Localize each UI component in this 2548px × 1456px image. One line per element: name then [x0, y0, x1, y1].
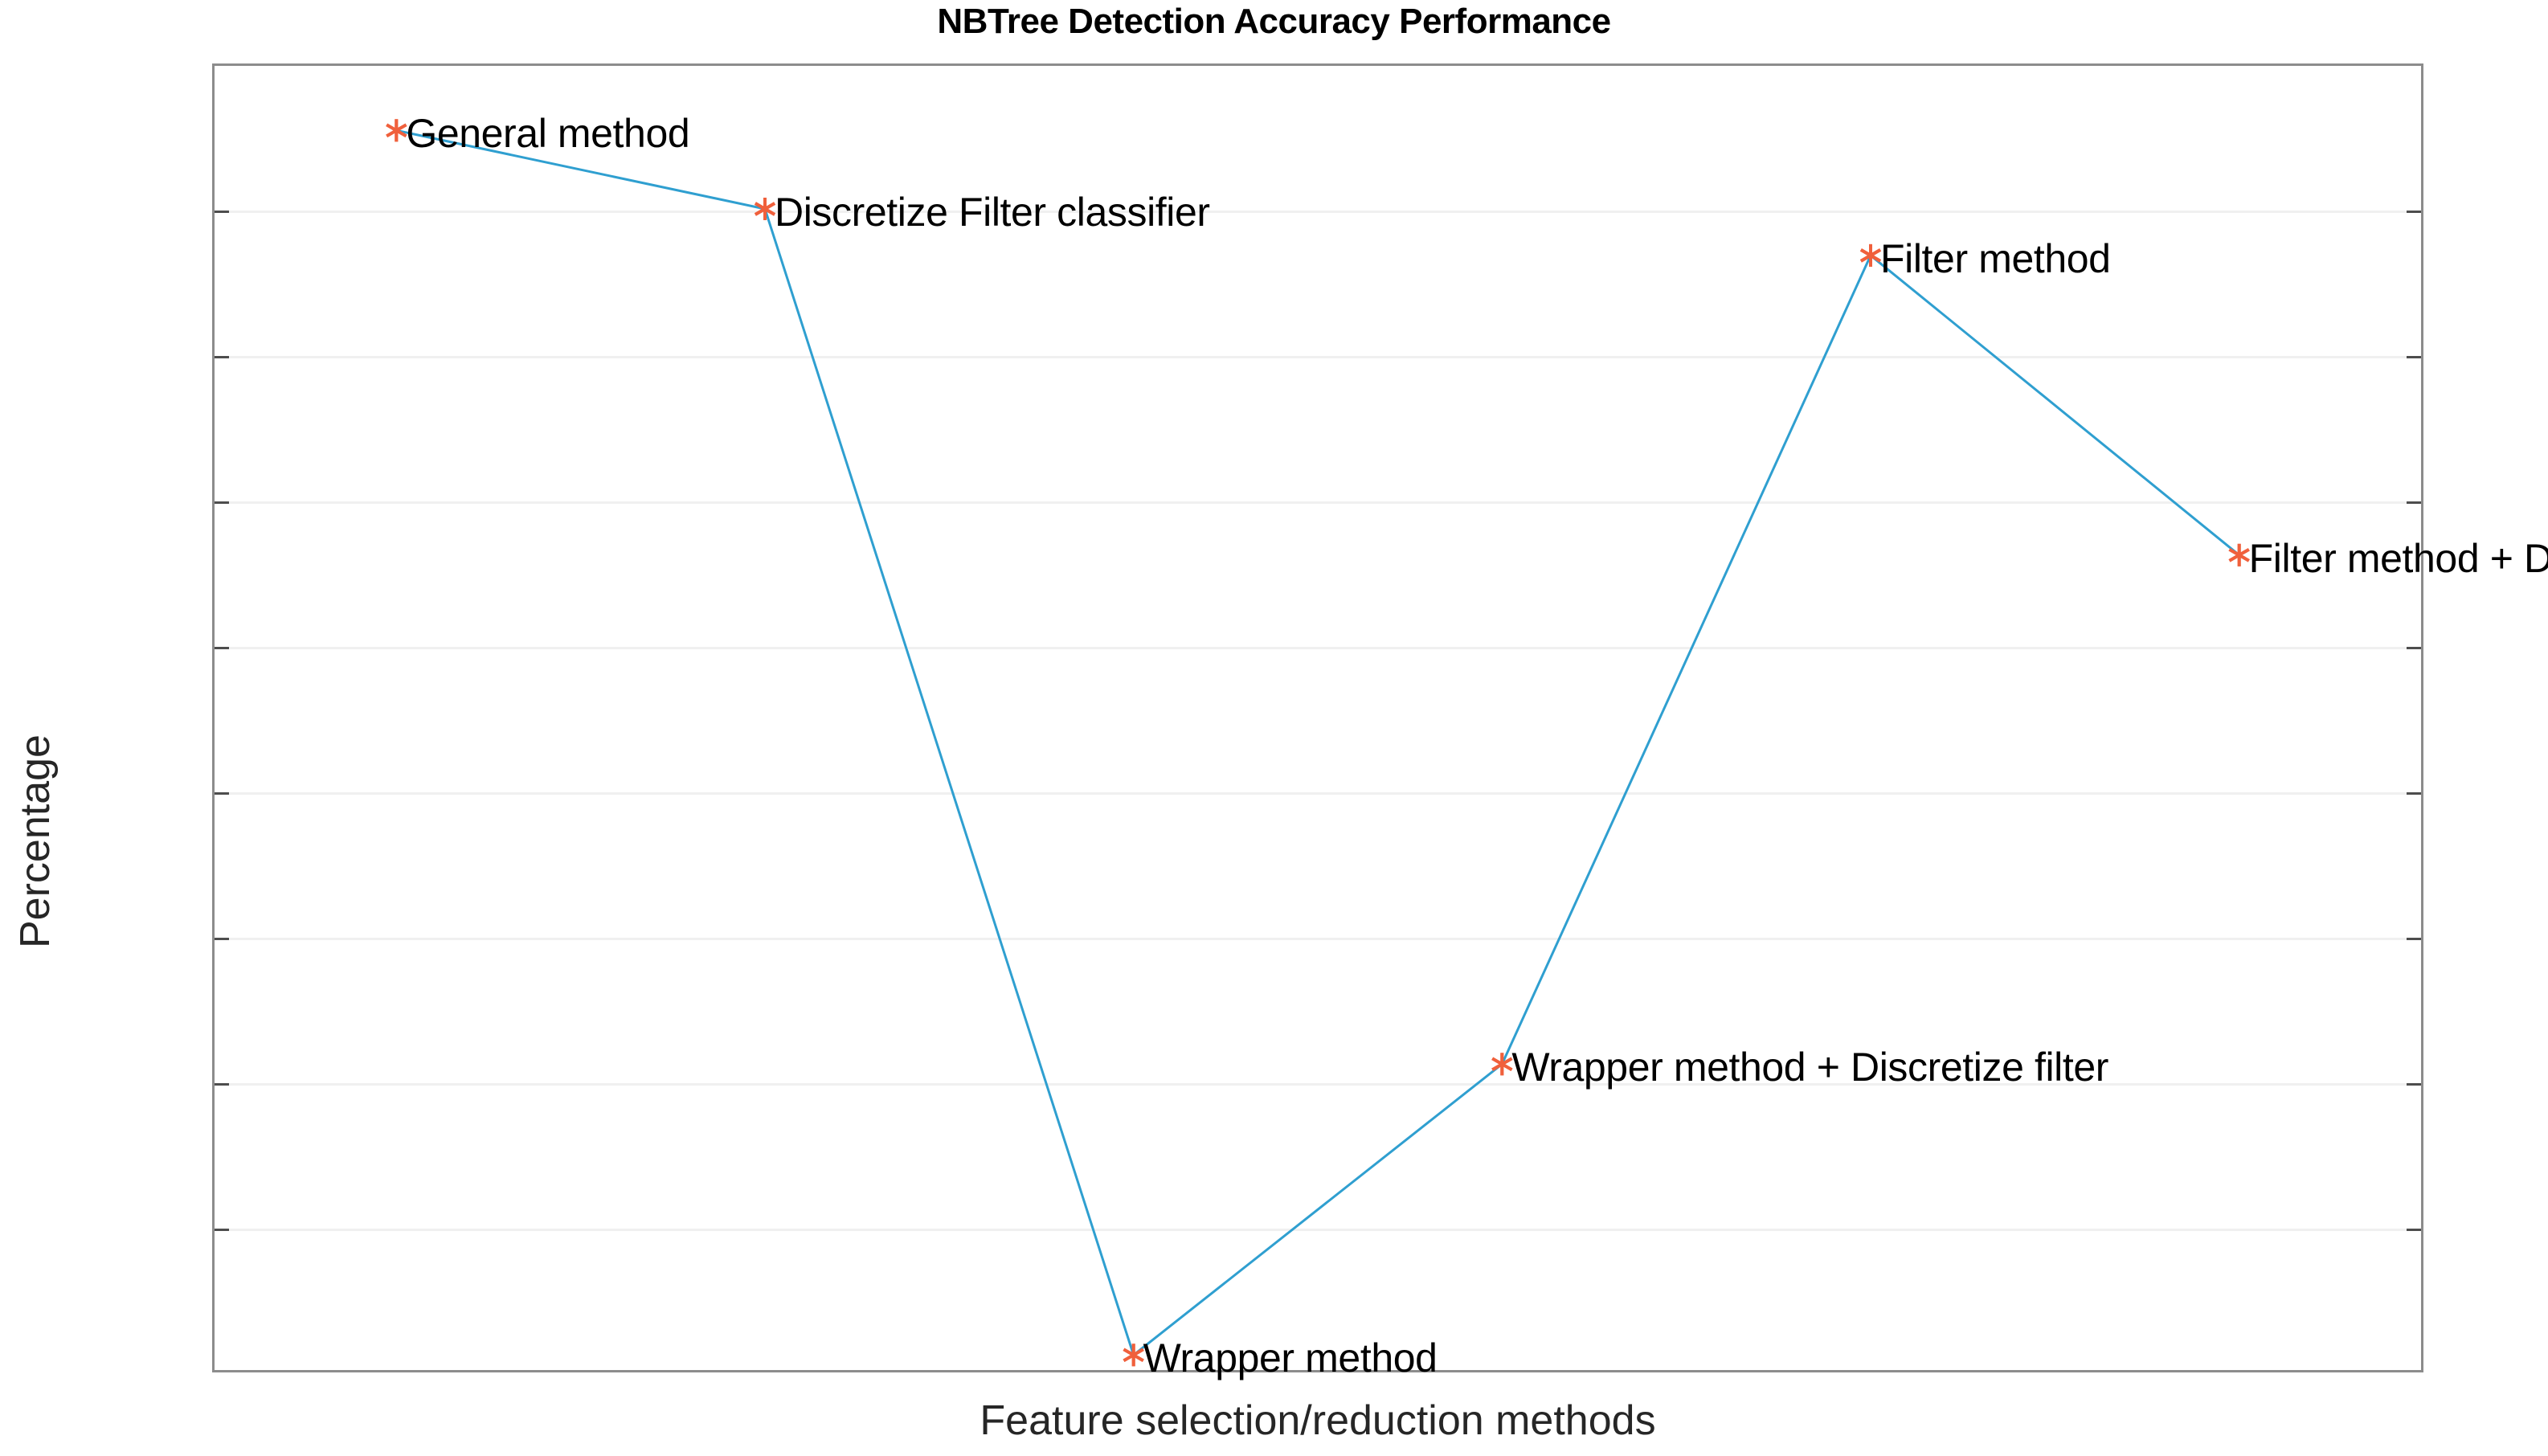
- y-tick-mark: [2407, 1229, 2421, 1231]
- y-tick-mark: [215, 1083, 229, 1086]
- y-tick-mark: [2407, 647, 2421, 649]
- x-axis-title: Feature selection/reduction methods: [980, 1397, 1656, 1444]
- gridline: [215, 501, 2421, 504]
- y-tick-mark: [215, 501, 229, 504]
- y-tick-mark: [2407, 938, 2421, 940]
- gridline: [215, 938, 2421, 940]
- data-point-label: Wrapper method + Discretize filter: [1511, 1045, 2109, 1090]
- y-tick-mark: [2407, 356, 2421, 358]
- y-tick-mark: [2407, 501, 2421, 504]
- gridline: [215, 792, 2421, 795]
- gridline: [215, 647, 2421, 649]
- y-tick-mark: [215, 792, 229, 795]
- data-point-label: Filter method: [1880, 235, 2111, 281]
- y-tick-mark: [215, 356, 229, 358]
- y-tick-mark: [215, 938, 229, 940]
- data-point-label: General method: [406, 111, 690, 157]
- gridline: [215, 356, 2421, 358]
- data-point-label: Filter method + Discretize filter: [2248, 535, 2548, 581]
- data-point-label: Wrapper method: [1143, 1335, 1438, 1381]
- y-tick-mark: [2407, 792, 2421, 795]
- y-tick-mark: [2407, 1083, 2421, 1086]
- chart-title: NBTree Detection Accuracy Performance: [937, 2, 1611, 41]
- y-tick-mark: [215, 1229, 229, 1231]
- gridline: [215, 211, 2421, 213]
- y-tick-mark: [2407, 211, 2421, 213]
- y-tick-mark: [215, 647, 229, 649]
- gridline: [215, 1229, 2421, 1231]
- data-point-label: Discretize Filter classifier: [775, 190, 1210, 235]
- y-axis-title: Percentage: [12, 734, 59, 948]
- y-tick-mark: [215, 211, 229, 213]
